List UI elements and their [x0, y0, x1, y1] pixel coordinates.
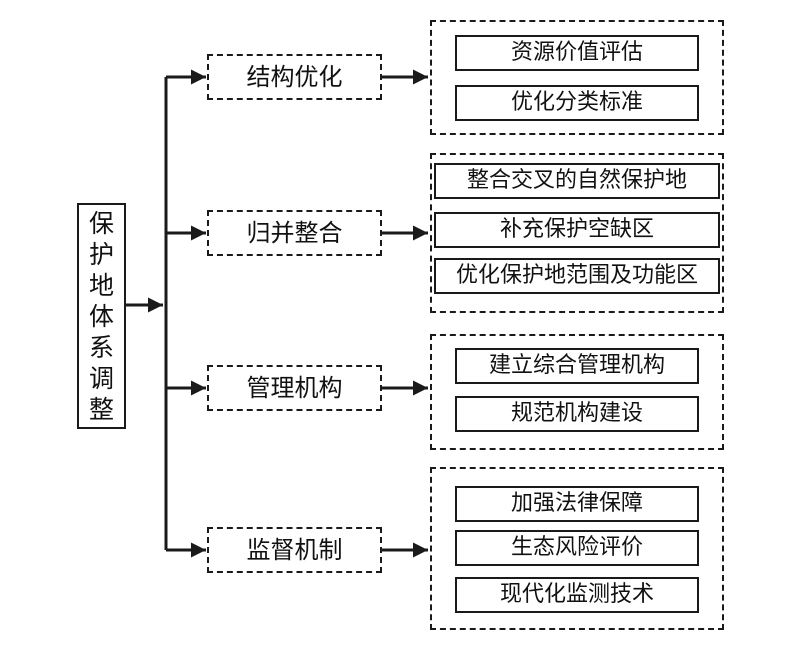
leaf-fill-gaps: 补充保护空缺区: [434, 212, 720, 248]
category-supervision-mechanism: 监督机制: [207, 527, 382, 573]
root-node: 保 护 地 体 系 调 整: [77, 203, 126, 429]
leaf-resource-value-assessment: 资源价值评估: [455, 35, 699, 71]
leaf-standardize-agency: 规范机构建设: [455, 396, 699, 432]
root-char: 保: [88, 208, 114, 238]
root-char: 护: [88, 239, 114, 269]
category-merge-integration: 归并整合: [207, 210, 382, 256]
leaf-optimize-boundaries: 优化保护地范围及功能区: [434, 258, 720, 294]
root-char: 整: [88, 394, 114, 424]
category-management-agency: 管理机构: [207, 365, 382, 411]
root-char: 体: [88, 301, 114, 331]
leaf-ecological-risk: 生态风险评价: [455, 530, 699, 566]
group-merge-integration: [430, 153, 724, 313]
group-management-agency: [430, 334, 724, 450]
leaf-optimize-classification: 优化分类标准: [455, 85, 699, 121]
root-char: 调: [88, 363, 114, 393]
leaf-legal-guarantee: 加强法律保障: [455, 486, 699, 522]
category-structure-optimization: 结构优化: [207, 54, 382, 100]
leaf-integrate-overlapping: 整合交叉的自然保护地: [434, 163, 720, 199]
leaf-modern-monitoring: 现代化监测技术: [455, 577, 699, 613]
leaf-establish-agency: 建立综合管理机构: [455, 348, 699, 384]
root-char: 地: [88, 270, 114, 300]
group-supervision-mechanism: [430, 467, 724, 630]
root-char: 系: [88, 332, 114, 362]
group-structure-optimization: [430, 20, 724, 135]
